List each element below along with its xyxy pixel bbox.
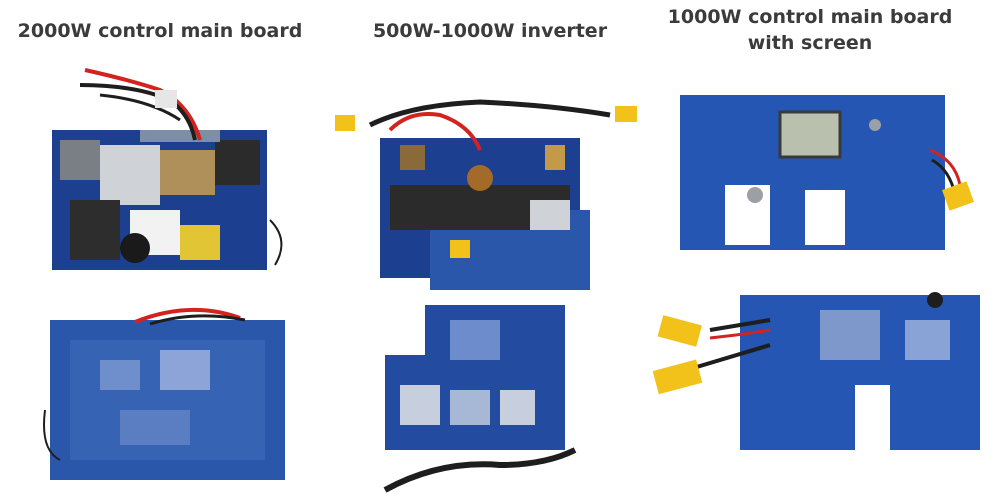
column-title-1000w-board-screen: 1000W control main board with screen xyxy=(660,4,960,56)
photo-inverter-top xyxy=(330,90,650,290)
photo-2000w-board-top xyxy=(40,60,300,280)
photo-1000w-board-screen-top xyxy=(670,90,990,260)
photo-inverter-bottom xyxy=(380,300,580,500)
photo-2000w-board-bottom xyxy=(40,300,300,490)
photo-1000w-board-screen-bottom xyxy=(650,290,990,460)
title-line: with screen xyxy=(747,32,873,54)
column-title-inverter: 500W-1000W inverter xyxy=(372,20,608,42)
column-title-2000w-board: 2000W control main board xyxy=(17,20,303,42)
title-line: 1000W control main board xyxy=(667,6,953,28)
